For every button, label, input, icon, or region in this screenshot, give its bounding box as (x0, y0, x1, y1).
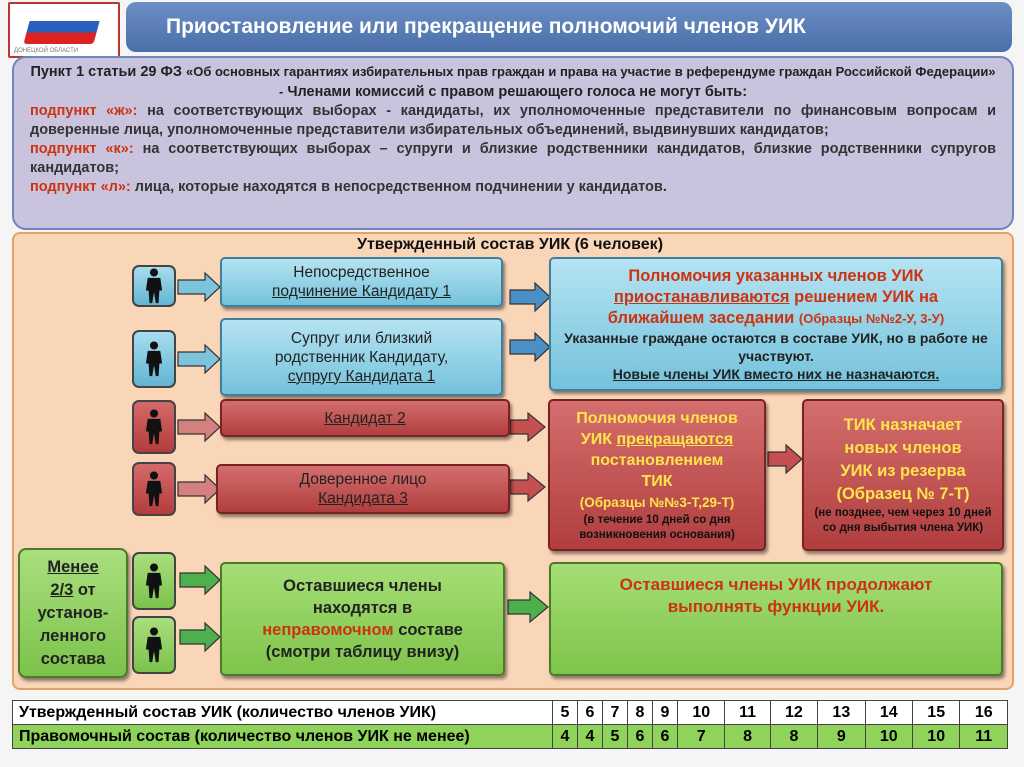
table-cell: 10 (864, 724, 913, 749)
table-cell: 6 (627, 724, 653, 749)
arrow-icon (177, 343, 221, 375)
table-cell: 12 (769, 700, 819, 725)
arrow-icon (177, 411, 221, 443)
table-cell: 9 (817, 724, 866, 749)
arrow-icon (507, 590, 549, 624)
table-cell: 6 (652, 724, 678, 749)
arrow-icon (509, 281, 551, 313)
table-cell: 11 (959, 724, 1008, 749)
role-box-relative: Супруг или близкий родственник Кандидату… (220, 318, 503, 396)
table-cell: 14 (864, 700, 913, 725)
suspension-box: Полномочия указанных членов УИК приостан… (549, 257, 1003, 391)
arrow-icon (179, 621, 221, 653)
tik-appoints-box: ТИК назначает новых членов УИК из резерв… (802, 399, 1004, 551)
quorum-table: Утвержденный состав УИК (количество член… (12, 700, 1008, 749)
arrow-icon (177, 473, 221, 505)
table-cell: 13 (817, 700, 866, 725)
arrow-icon (767, 443, 803, 475)
table-cell: 10 (676, 700, 726, 725)
table-cell: 9 (652, 700, 678, 725)
arrow-icon (177, 271, 221, 303)
table-cell: 4 (577, 724, 603, 749)
table-cell: 15 (911, 700, 961, 725)
election-commission-logo: ДОНЕЦКОЙ ОБЛАСТИ (8, 2, 120, 58)
law-item-l: подпункт «л»: лица, которые находятся в … (30, 179, 667, 195)
person-icon (132, 552, 176, 610)
scenario-title: Утвержденный состав УИК (6 человек) (356, 236, 664, 253)
table-cell: 8 (724, 724, 771, 749)
arrow-icon (179, 564, 221, 596)
person-icon (132, 462, 176, 516)
table-cell: 16 (959, 700, 1008, 725)
continue-function-box: Оставшиеся члены УИК продолжают выполнят… (549, 562, 1003, 676)
arrow-icon (509, 411, 546, 443)
arrow-icon (509, 331, 551, 363)
table-row-label: Правомочный состав (количество членов УИ… (12, 724, 553, 749)
person-icon (132, 265, 176, 307)
role-box-proxy: Доверенное лицо Кандидата 3 (216, 464, 510, 514)
logo-caption: ДОНЕЦКОЙ ОБЛАСТИ (14, 48, 79, 54)
arrow-icon (509, 471, 546, 503)
table-cell: 11 (724, 700, 771, 725)
table-cell: 8 (627, 700, 653, 725)
law-item-zh: подпункт «ж»: на соответствующих выборах… (30, 103, 996, 138)
law-item-k: подпункт «к»: на соответствующих выборах… (30, 141, 997, 176)
law-excerpt-panel: Пункт 1 статьи 29 ФЗ «Об основных гарант… (12, 56, 1014, 230)
page-title: Приостановление или прекращение полномоч… (126, 2, 1012, 52)
law-intro: Пункт 1 статьи 29 ФЗ «Об основных гарант… (30, 62, 996, 102)
law-title: «Об основных гарантиях избирательных пра… (186, 64, 996, 99)
termination-box: Полномочия членов УИК прекращаются поста… (548, 399, 766, 551)
table-cell: 4 (552, 724, 578, 749)
table-cell: 7 (676, 724, 726, 749)
table-row: Правомочный состав (количество членов УИ… (12, 724, 1008, 749)
person-icon (132, 330, 176, 388)
role-box-subordinate: Непосредственное подчинение Кандидату 1 (220, 257, 503, 307)
table-cell: 6 (577, 700, 603, 725)
person-icon (132, 616, 176, 674)
table-row-label: Утвержденный состав УИК (количество член… (12, 700, 553, 725)
minority-label-box: Менее 2/3 от установ- ленного состава (18, 548, 128, 678)
law-article: Пункт 1 статьи 29 ФЗ (30, 64, 182, 80)
role-box-candidate: Кандидат 2 (220, 399, 510, 437)
table-row: Утвержденный состав УИК (количество член… (12, 700, 1008, 725)
table-cell: 5 (602, 724, 628, 749)
law-rule: Членами комиссий с правом решающего голо… (287, 84, 748, 100)
remaining-members-box: Оставшиеся члены находятся в неправомочн… (220, 562, 505, 676)
table-cell: 7 (602, 700, 628, 725)
person-icon (132, 400, 176, 454)
table-cell: 5 (552, 700, 578, 725)
table-cell: 10 (911, 724, 961, 749)
table-cell: 8 (769, 724, 819, 749)
